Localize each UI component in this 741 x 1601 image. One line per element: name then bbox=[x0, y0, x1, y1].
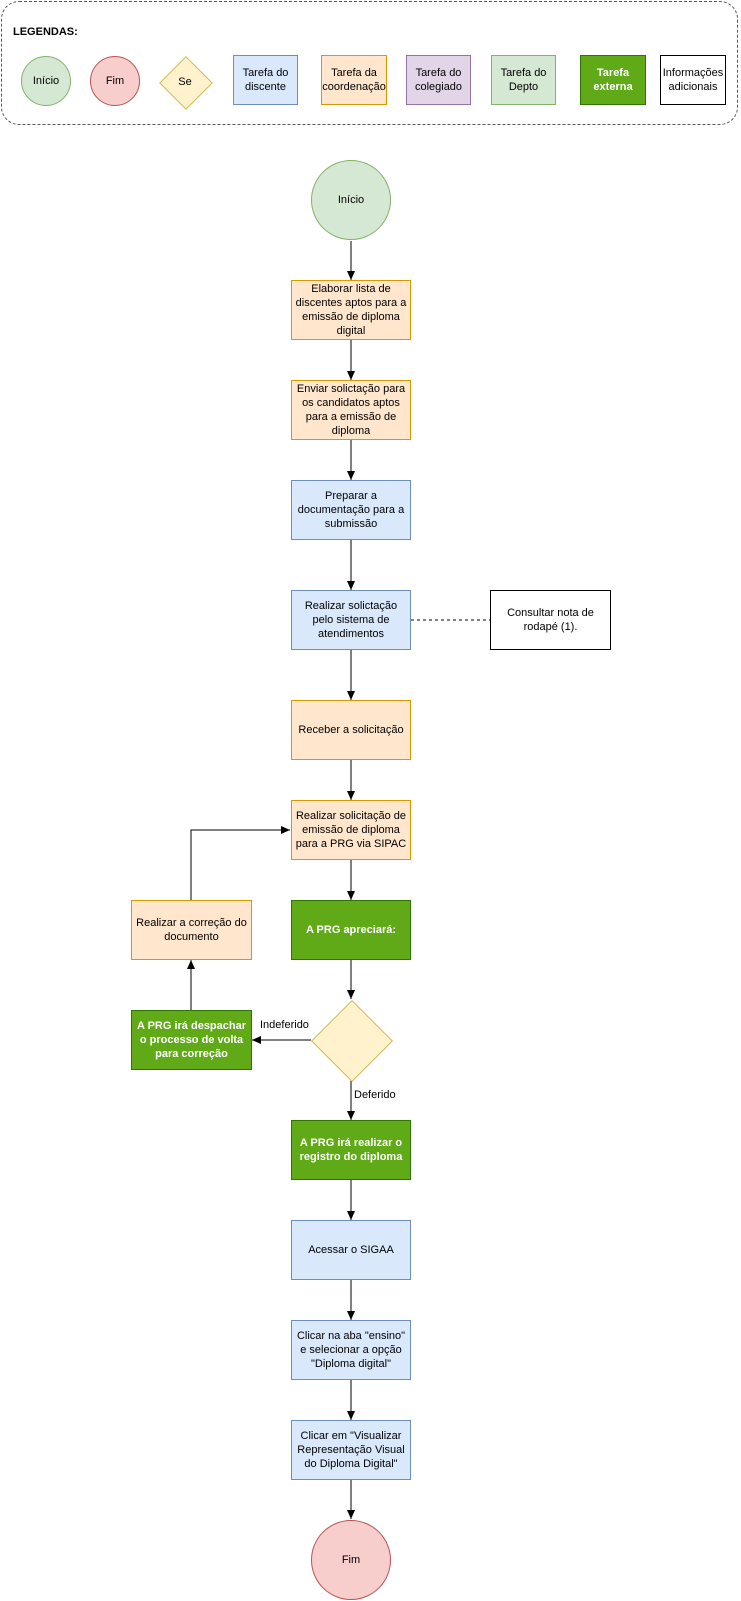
step-request-system: Realizar solictação pelo sistema de aten… bbox=[291, 590, 411, 650]
legend-additional-info: Informações adicionais bbox=[660, 55, 726, 105]
legend-start: Início bbox=[21, 56, 71, 106]
legend-student-task: Tarefa do discente bbox=[233, 55, 298, 105]
legend-title: LEGENDAS: bbox=[13, 26, 78, 38]
step-view-diploma: Clicar em "Visualizar Representação Visu… bbox=[291, 1420, 411, 1480]
step-request-prg: Realizar solicitação de emissão de diplo… bbox=[291, 800, 411, 860]
legend-end: Fim bbox=[90, 56, 140, 106]
step-prepare-docs: Preparar a documentação para a submissão bbox=[291, 480, 411, 540]
step-prg-return: A PRG irá despachar o processo de volta … bbox=[131, 1010, 252, 1070]
step-send-request: Enviar solictação para os candidatos apt… bbox=[291, 380, 411, 440]
legend-coordination-task: Tarefa da coordenação bbox=[321, 55, 387, 105]
step-access-sigaa: Acessar o SIGAA bbox=[291, 1220, 411, 1280]
flow-end: Fim bbox=[311, 1520, 391, 1600]
legend-external-task: Tarefa externa bbox=[580, 55, 646, 105]
step-click-ensino: Clicar na aba "ensino" e selecionar a op… bbox=[291, 1320, 411, 1380]
label-approved: Deferido bbox=[354, 1089, 396, 1101]
step-prg-review: A PRG apreciará: bbox=[291, 900, 411, 960]
edge-correction-step6 bbox=[190, 826, 290, 900]
decision-prg bbox=[310, 999, 394, 1083]
footnote-note: Consultar nota de rodapé (1). bbox=[490, 590, 611, 650]
step-correct-document: Realizar a correção do documento bbox=[131, 900, 252, 960]
legend-decision: Se bbox=[159, 56, 213, 110]
flow-start: Início bbox=[311, 160, 391, 240]
label-rejected: Indeferido bbox=[260, 1019, 309, 1031]
step-receive-request: Receber a solicitação bbox=[291, 700, 411, 760]
step-prg-register: A PRG irá realizar o registro do diploma bbox=[291, 1120, 411, 1180]
legend-panel: LEGENDAS: bbox=[1, 1, 738, 125]
step-elaborate-list: Elaborar lista de discentes aptos para a… bbox=[291, 280, 411, 340]
legend-dept-task: Tarefa do Depto bbox=[491, 55, 556, 105]
legend-collegiate-task: Tarefa do colegiado bbox=[406, 55, 471, 105]
